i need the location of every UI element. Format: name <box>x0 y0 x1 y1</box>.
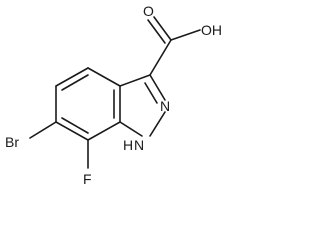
bromine-substituent: Br <box>5 121 57 150</box>
benzene-ring <box>55 67 121 141</box>
fluorine-label: F <box>83 171 92 187</box>
pyrazole-ring <box>119 74 166 137</box>
double-bond-c6-c7 <box>61 117 89 134</box>
bond-c6-bromine <box>29 121 57 139</box>
nitrogen-2-label: N <box>160 98 170 114</box>
bond-n2-n1 <box>149 111 166 137</box>
bond-c6-c7 <box>55 121 89 141</box>
fluorine-substituent: F <box>83 139 92 187</box>
double-bond-c3-n2 <box>144 82 158 104</box>
bond-n1-c7a <box>119 121 143 137</box>
carboxylic-acid-group: O OH <box>143 3 222 76</box>
carboxyl-hydroxyl-label: OH <box>201 22 222 38</box>
bond-c7-c7a <box>87 121 121 141</box>
double-bond-c4-c5 <box>61 74 89 91</box>
double-bond-carboxyl-oxygen <box>147 19 166 44</box>
nitrogen-1-hydrogen-label: H <box>123 137 133 153</box>
bond-c4-c5 <box>55 67 89 87</box>
bond-c3a-c3 <box>119 74 151 87</box>
bromine-label: Br <box>5 134 19 150</box>
carboxyl-oxygen-label: O <box>143 3 154 19</box>
bond-c3a-c4 <box>87 67 121 87</box>
nitrogen-1-label: N <box>134 137 144 153</box>
bond-carboxyl-carbon-oxygen <box>153 16 172 41</box>
bond-c3-n2 <box>149 74 166 101</box>
molecule-structure-diagram: O OH N N H Br F <box>5 3 222 187</box>
bond-carboxyl-carbon-hydroxyl <box>170 29 201 41</box>
bond-c3-carboxyl-carbon <box>149 39 172 76</box>
